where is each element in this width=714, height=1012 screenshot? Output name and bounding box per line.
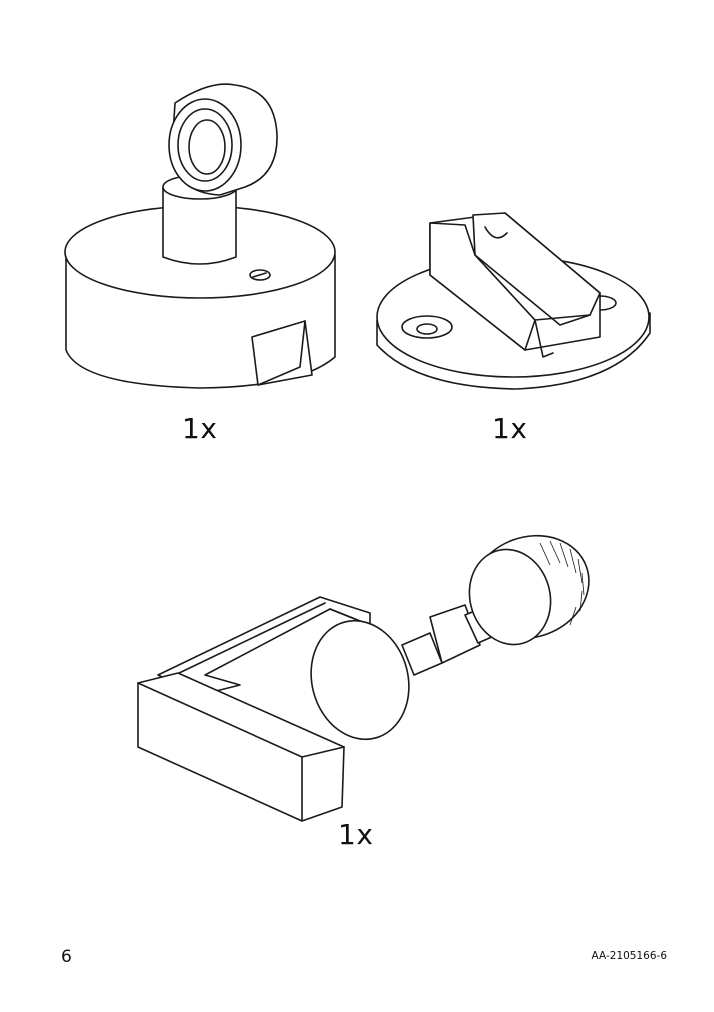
part-1-quantity: 1x — [182, 412, 218, 445]
part-1-illustration — [60, 75, 350, 395]
part-3-illustration — [130, 525, 610, 825]
part-2-quantity: 1x — [492, 412, 528, 445]
page-number: 6 — [61, 947, 72, 967]
ball-joint-base-icon — [64, 83, 336, 389]
part-2-illustration — [375, 205, 655, 395]
screw-clamp-icon — [137, 534, 590, 822]
document-code: AA-2105166-6 — [591, 950, 667, 962]
slotted-mount-plate-icon — [376, 212, 651, 390]
part-3-quantity: 1x — [338, 818, 374, 851]
